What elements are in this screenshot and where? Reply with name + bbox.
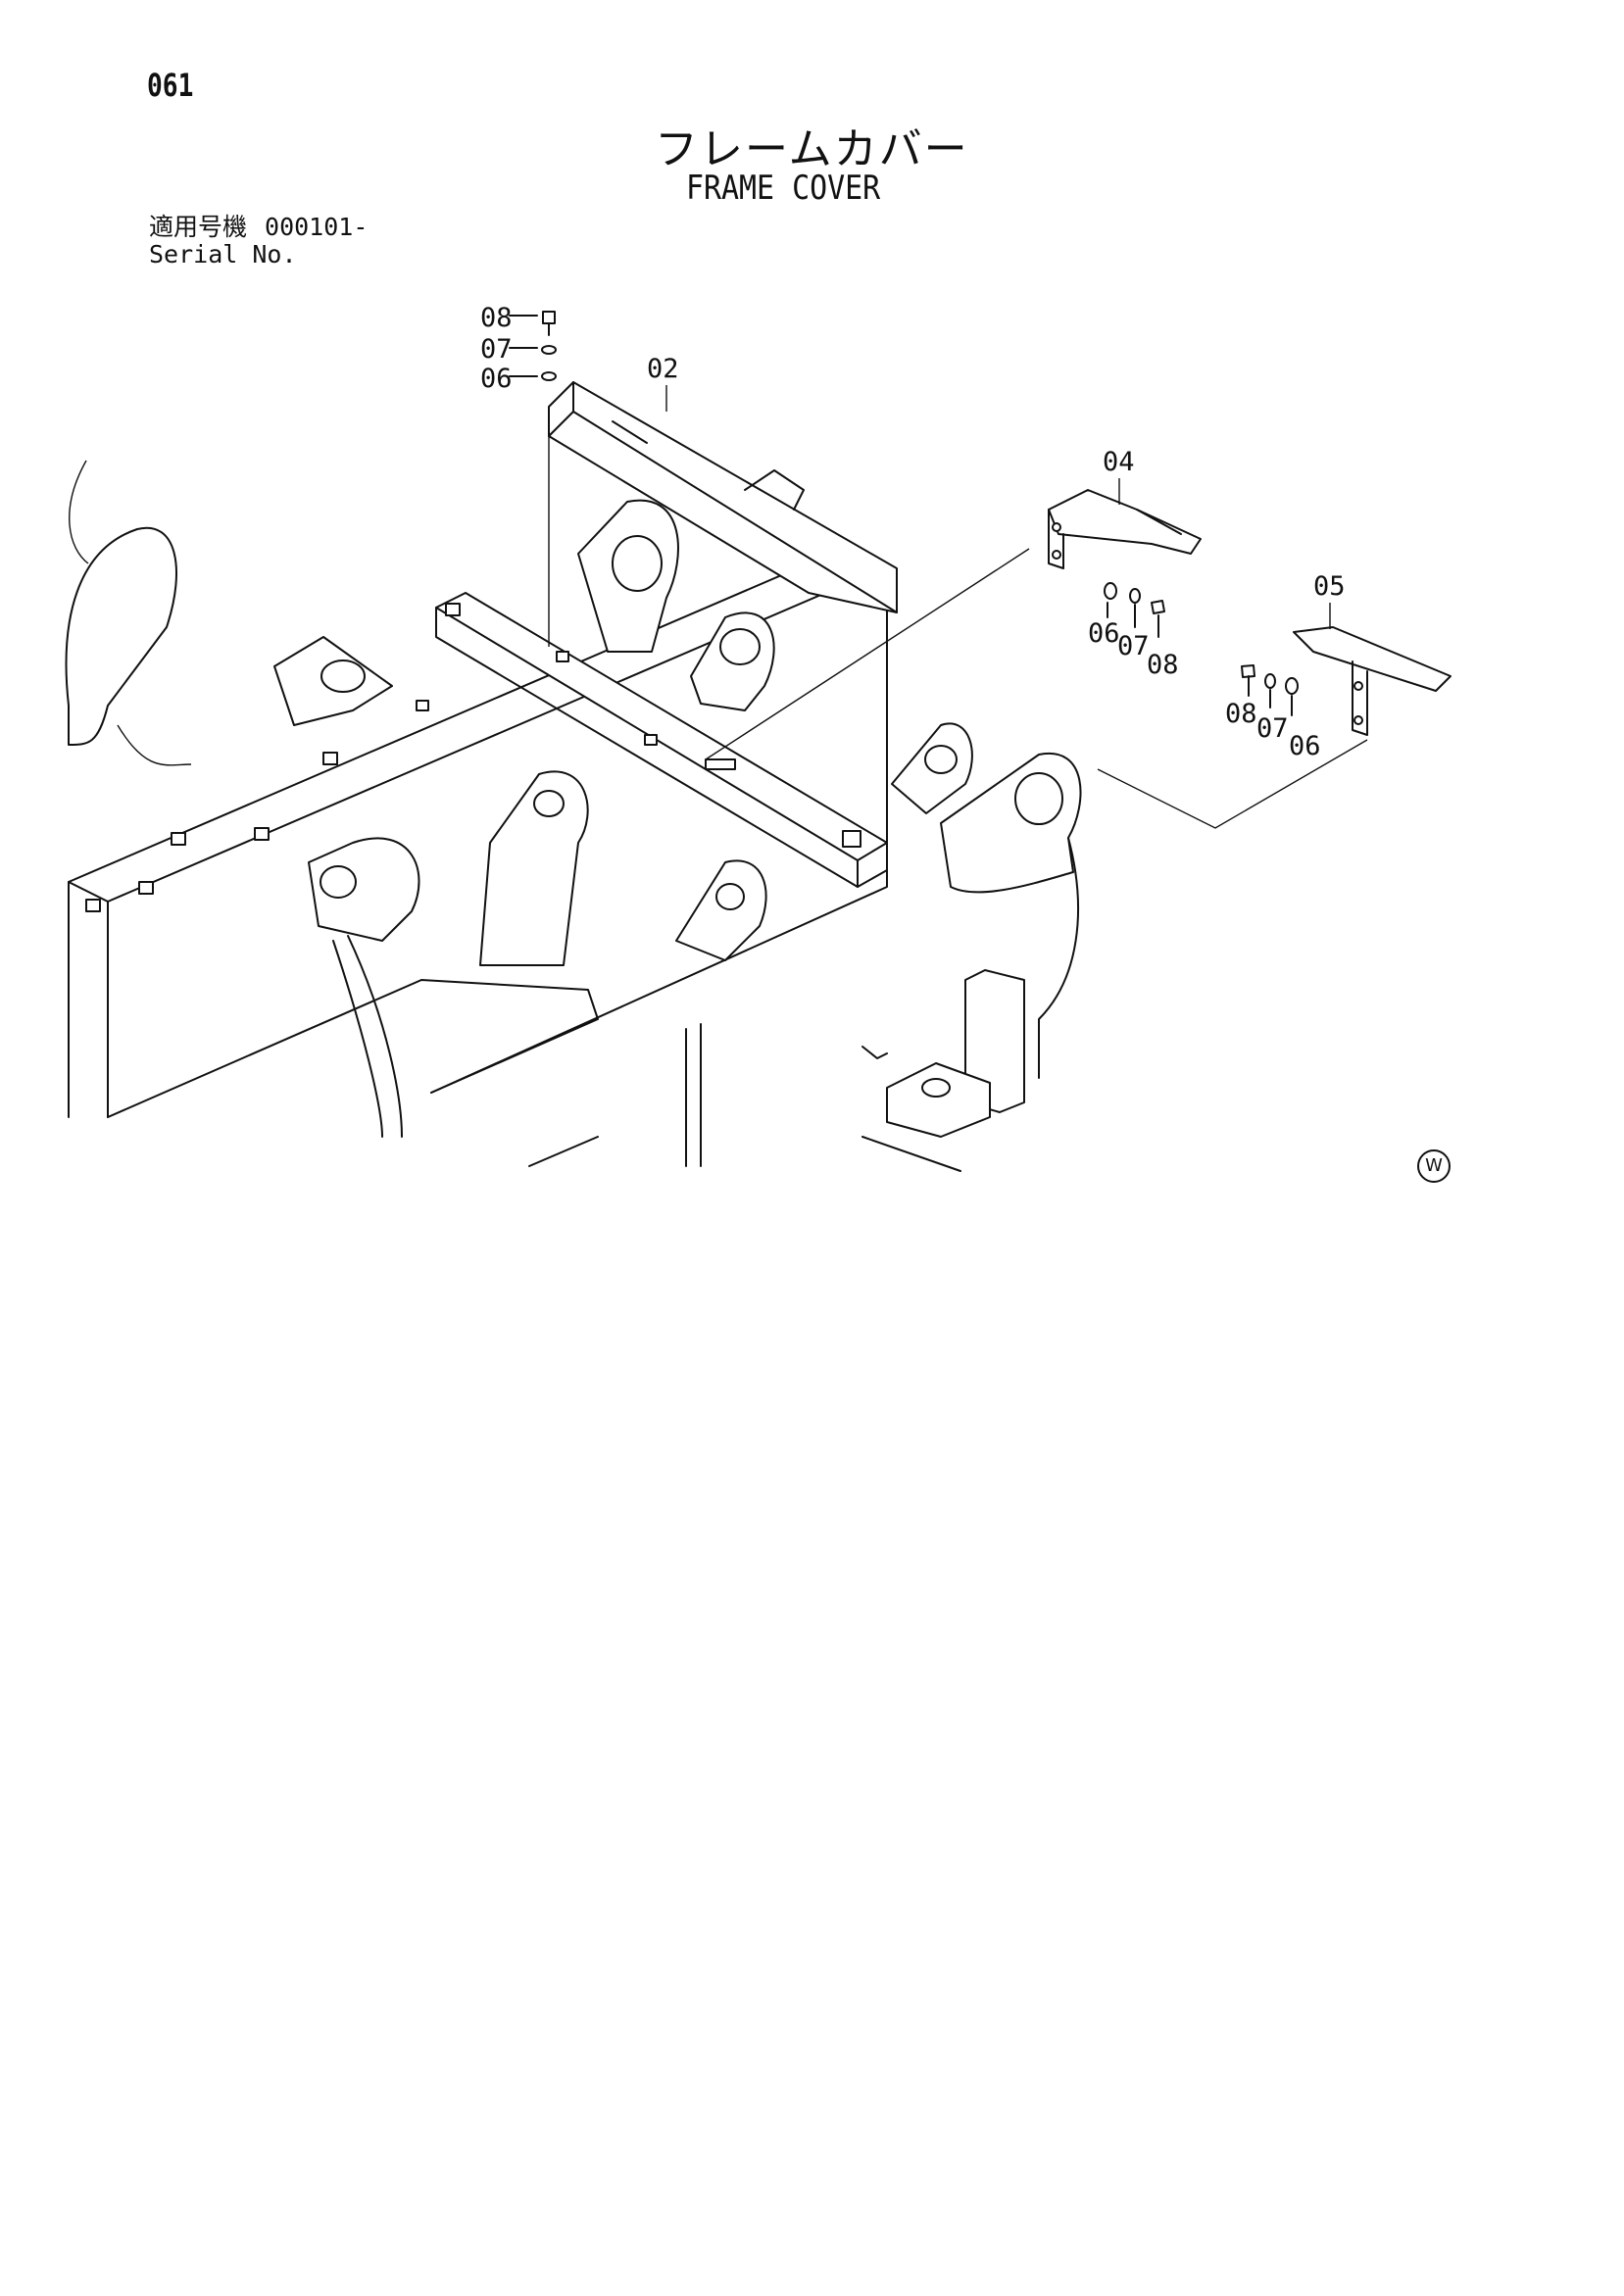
w-mark-symbol: W	[1417, 1149, 1451, 1183]
serial-label-english: Serial No.	[149, 240, 297, 269]
machine-frame-drawing	[65, 460, 1082, 1172]
callout-right-08: 08	[1225, 699, 1257, 729]
top-fastener-stack	[509, 311, 557, 381]
frame-cover-exploded-diagram: 02 04 05 08 07 06 06 07 08 08 07 06	[65, 303, 1452, 1172]
callout-top-06: 06	[480, 364, 513, 394]
callout-left-08: 08	[1147, 650, 1179, 680]
callout-right-07: 07	[1256, 713, 1289, 744]
callout-top-07: 07	[480, 334, 513, 365]
page-number: 061	[147, 67, 194, 104]
part-04-bracket	[1048, 489, 1202, 569]
callout-02: 02	[647, 354, 679, 384]
part-05-fasteners	[1241, 664, 1299, 716]
serial-number-block: 適用号機 000101- Serial No.	[149, 214, 368, 269]
callout-05: 05	[1313, 571, 1346, 602]
callout-04: 04	[1103, 447, 1135, 477]
serial-label-japanese: 適用号機	[149, 213, 248, 241]
serial-value: 000101-	[265, 213, 369, 241]
page-title-english: FRAME COVER	[686, 169, 881, 208]
part-04-fasteners	[1104, 582, 1165, 638]
callout-left-06: 06	[1088, 618, 1120, 649]
callout-left-07: 07	[1117, 631, 1150, 661]
part-05-bracket	[1293, 626, 1452, 736]
callout-top-08: 08	[480, 303, 513, 333]
page-title-japanese: フレームカバー	[655, 124, 969, 174]
serial-row-jp: 適用号機 000101-	[149, 214, 368, 241]
callout-right-06: 06	[1289, 731, 1321, 761]
